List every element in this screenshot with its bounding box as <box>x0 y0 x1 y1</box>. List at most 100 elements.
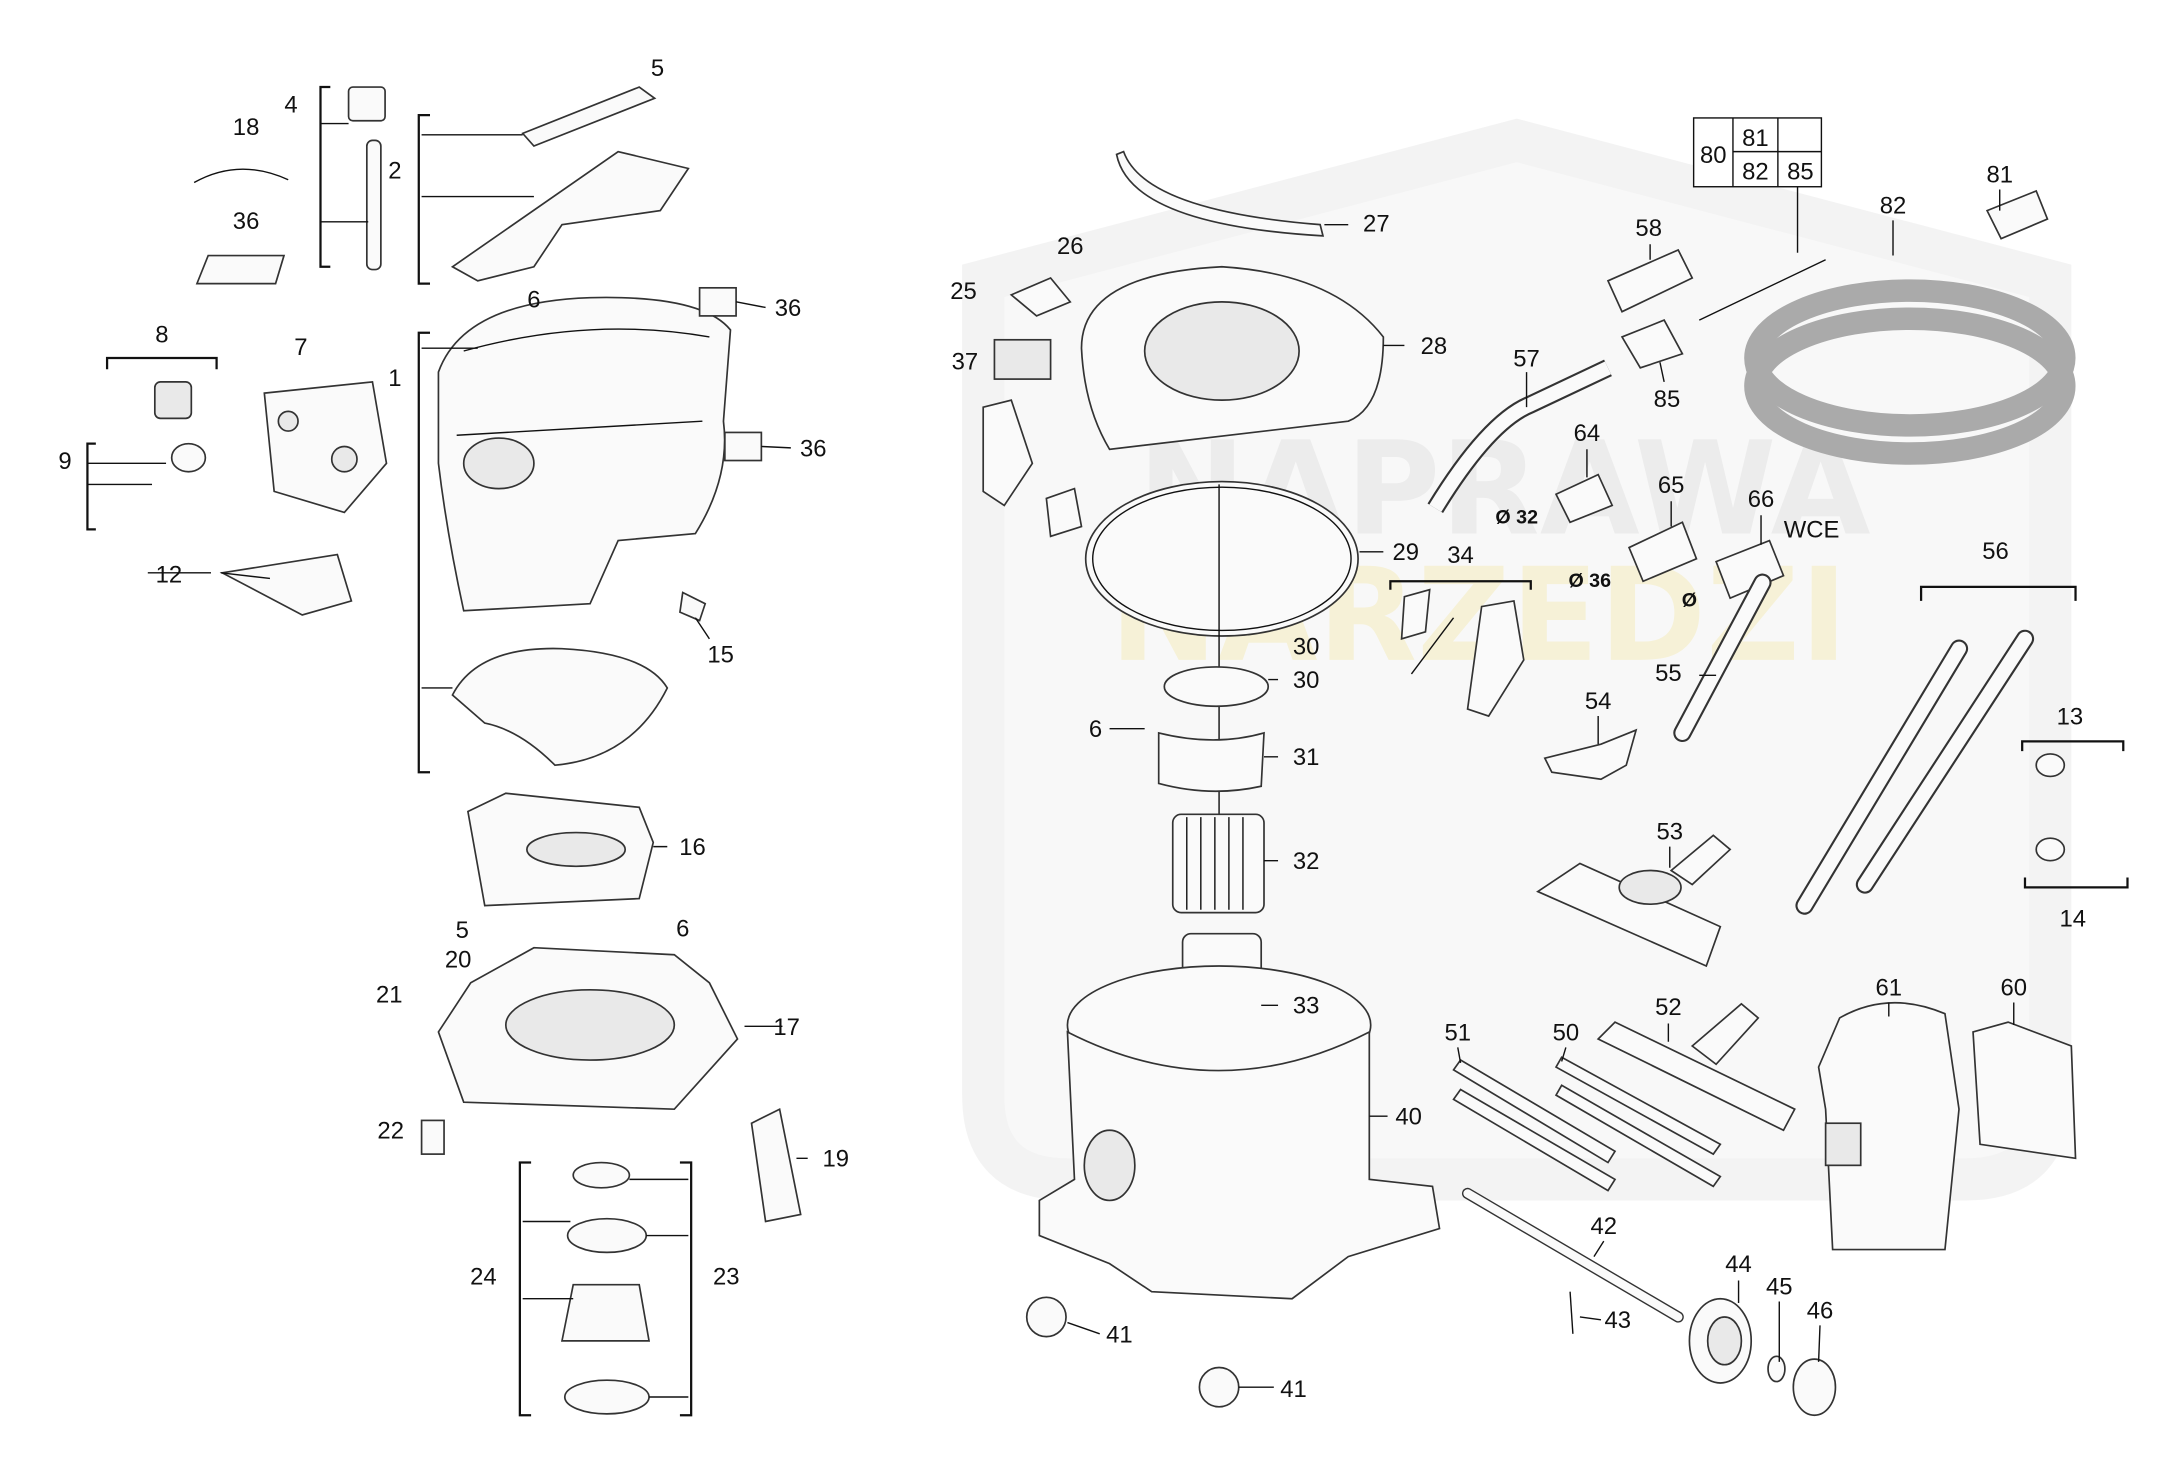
part-label-54: 54 <box>1585 688 1612 715</box>
part-label-12: 12 <box>156 562 183 589</box>
strip-51 <box>1452 1058 1617 1192</box>
part-label-66: 66 <box>1748 486 1775 513</box>
part-label-9: 9 <box>58 448 71 475</box>
part-label-29: 29 <box>1393 539 1420 566</box>
part-label-55: 55 <box>1655 660 1682 687</box>
part-label-6: 6 <box>1089 716 1102 743</box>
part-label-32: 32 <box>1293 848 1320 875</box>
part-label-65: 65 <box>1658 472 1685 499</box>
screw-43 <box>1569 1291 1574 1334</box>
motor-parts-23-24 <box>560 1161 651 1415</box>
part-label-8: 8 <box>155 322 168 349</box>
hose-part-82 <box>1698 259 2076 465</box>
part-label-34: 34 <box>1447 542 1474 569</box>
sticker-part-36 <box>195 254 286 285</box>
kit-cell-85: 85 <box>1787 159 1814 186</box>
cable-part-18 <box>193 168 289 184</box>
part-label-36: 36 <box>800 435 827 462</box>
kit-cell-80: 80 <box>1700 142 1727 169</box>
part-label-42: 42 <box>1591 1213 1618 1240</box>
kit-cell-81: 81 <box>1742 125 1769 152</box>
part-label-85: 85 <box>1654 386 1681 413</box>
tool-part-54 <box>1543 728 1638 781</box>
part-label-82: 82 <box>1880 192 1907 219</box>
part-label-27: 27 <box>1363 211 1390 238</box>
diameter-blank: Ø <box>1682 590 1697 612</box>
part-label-81: 81 <box>1986 162 2013 189</box>
part-label-22: 22 <box>377 1118 404 1145</box>
seal-ring-part-29 <box>1084 480 1359 637</box>
part-label-33: 33 <box>1293 993 1320 1020</box>
wheel-44 <box>1688 1297 1753 1384</box>
part-label-41: 41 <box>1106 1321 1133 1348</box>
filter-part-37 <box>993 338 1052 380</box>
cap-46 <box>1792 1358 1837 1417</box>
filter-part-32 <box>1171 813 1265 914</box>
knob-part-9 <box>170 442 207 473</box>
kit-cell-82: 82 <box>1742 159 1769 186</box>
extension-tubes-56 <box>1795 629 2035 915</box>
bag-60 <box>1972 1021 2077 1160</box>
ring-45 <box>1767 1355 1786 1383</box>
part-19-card <box>750 1107 802 1223</box>
part-label-43: 43 <box>1605 1307 1632 1334</box>
baffle-part-16 <box>466 792 655 907</box>
part-label-18: 18 <box>233 114 260 141</box>
part-label-37: 37 <box>952 348 979 375</box>
plug-part-15 <box>679 591 707 622</box>
ring-part-30 <box>1163 666 1270 708</box>
part-label-30: 30 <box>1293 667 1320 694</box>
kit-part-34 <box>1400 588 1525 718</box>
clamps-13-14 <box>2035 753 2066 862</box>
part-label-4: 4 <box>284 91 297 118</box>
control-panel-part-7 <box>263 380 388 514</box>
part-label-25: 25 <box>950 278 977 305</box>
part-label-51: 51 <box>1444 1019 1471 1046</box>
part-label-24: 24 <box>470 1264 497 1291</box>
housing-part-1 <box>437 296 732 612</box>
part-label-31: 31 <box>1293 744 1320 771</box>
floor-tool-52 <box>1596 1002 1796 1132</box>
diameter-32: Ø 32 <box>1495 507 1538 529</box>
part-label-26: 26 <box>1057 233 1084 260</box>
part-label-19: 19 <box>823 1146 850 1173</box>
part-label-2: 2 <box>388 157 401 184</box>
brackets <box>86 85 2129 1417</box>
part-label-46: 46 <box>1807 1297 1834 1324</box>
part-label-40: 40 <box>1395 1104 1422 1131</box>
adapter-part-58 <box>1606 248 1694 313</box>
part-label-6: 6 <box>527 286 540 313</box>
part-label-36: 36 <box>775 295 802 322</box>
sticker-part-36b <box>698 286 763 462</box>
part-label-64: 64 <box>1574 420 1601 447</box>
latch-parts <box>982 399 1083 538</box>
part-label-17: 17 <box>773 1014 800 1041</box>
part-label-56: 56 <box>1982 538 2009 565</box>
adapter-part-81 <box>1985 189 2049 240</box>
part-label-52: 52 <box>1655 994 1682 1021</box>
part-label-21: 21 <box>376 981 403 1008</box>
part-label-15: 15 <box>707 642 734 669</box>
adapter-part-85 <box>1620 319 1684 369</box>
diameter-36: Ø 36 <box>1568 570 1611 592</box>
band-part-27 <box>1115 150 1325 237</box>
motor-base-part-17 <box>437 946 739 1111</box>
part-label-13: 13 <box>2057 703 2084 730</box>
part-label-44: 44 <box>1725 1251 1752 1278</box>
floor-tool-53 <box>1536 834 1732 968</box>
part-label-16: 16 <box>679 834 706 861</box>
part-label-5: 5 <box>456 917 469 944</box>
caster-part-41 <box>1025 1296 1240 1408</box>
part-label-50: 50 <box>1553 1019 1580 1046</box>
axle-42 <box>1461 1187 1684 1323</box>
strip-50 <box>1554 1056 1722 1188</box>
part-label-14: 14 <box>2059 906 2086 933</box>
part-label-1: 1 <box>388 365 401 392</box>
part-label-wce: WCE <box>1784 517 1840 544</box>
part-label-45: 45 <box>1766 1274 1793 1301</box>
part-label-58: 58 <box>1635 215 1662 242</box>
part-25 <box>1009 276 1072 317</box>
